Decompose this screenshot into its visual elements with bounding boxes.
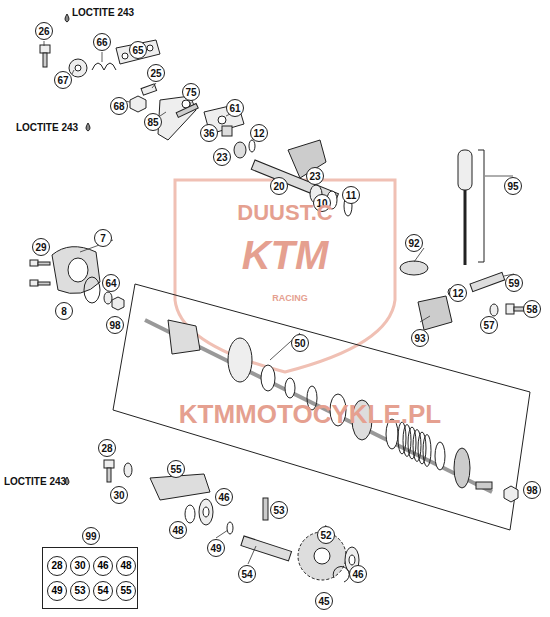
kit-item: 54 [93,581,113,601]
callout-number: 29 [32,238,50,256]
callout-number: 30 [74,560,85,571]
callout-number: 12 [250,124,268,142]
callout-number: 54 [97,585,108,596]
watermark-shield [175,180,395,372]
callout-number: 92 [405,234,423,252]
callout-number: 45 [315,592,333,610]
kit-item: 30 [70,556,90,576]
callout-number: 67 [54,71,72,89]
callout-number: 85 [144,113,162,131]
watermark: RACING [272,293,308,303]
callout-number: 23 [213,148,231,166]
loctite-note: LOCTITE 243 [4,476,66,487]
kit-item: 53 [70,581,90,601]
callout-number: 98 [106,316,124,334]
callout-number: 61 [226,99,244,117]
kit-item: 46 [93,556,113,576]
callout-number: 26 [35,22,53,40]
callout-number: 23 [306,167,324,185]
callout-number: 48 [169,521,187,539]
callout-number: 54 [238,565,256,583]
kit-item: 48 [116,556,136,576]
assembly-frame [113,284,530,530]
callout-number: 53 [74,585,85,596]
callout-number: 46 [349,565,367,583]
parts [30,14,524,582]
callout-number: 20 [270,177,288,195]
loctite-note: LOCTITE 243 [16,122,78,133]
callout-number: 66 [93,33,111,51]
kit-number: 99 [82,527,100,545]
callout-number: 30 [110,486,128,504]
callout-number: 59 [505,274,523,292]
callout-number: 95 [504,177,522,195]
callout-number: 52 [317,526,335,544]
callout-number: 46 [97,560,108,571]
callout-number: 36 [200,124,218,142]
watermark: KTMMOTOCYKLE.PL [179,399,441,430]
callout-number: 8 [55,302,73,320]
kit-item: 49 [47,581,67,601]
watermark: KTM [242,233,329,278]
callout-number: 57 [480,316,498,334]
callout-number: 12 [449,284,467,302]
kit-box: 992830464849535455 [42,547,138,609]
callout-number: 58 [523,300,541,318]
callout-number: 93 [411,329,429,347]
kit-item: 28 [47,556,67,576]
callout-number: 75 [182,83,200,101]
callout-number: 68 [110,97,128,115]
callout-number: 98 [523,481,541,499]
callout-number: 53 [270,501,288,519]
callout-number: 11 [342,186,360,204]
callout-number: 7 [94,229,112,247]
callout-number: 49 [51,585,62,596]
callout-number: 55 [120,585,131,596]
callout-number: 46 [215,488,233,506]
kit-item: 55 [116,581,136,601]
callout-number: 49 [207,539,225,557]
callout-number: 65 [129,41,147,59]
callout-number: 25 [147,64,165,82]
callout-number: 28 [51,560,62,571]
callout-number: 48 [120,560,131,571]
watermark: DUUST.C [237,200,332,226]
callout-number: 28 [98,439,116,457]
callout-number: 55 [167,460,185,478]
loctite-note: LOCTITE 243 [72,7,134,18]
leader-lines [44,41,514,564]
callout-number: 64 [102,274,120,292]
callout-number: 50 [291,334,309,352]
